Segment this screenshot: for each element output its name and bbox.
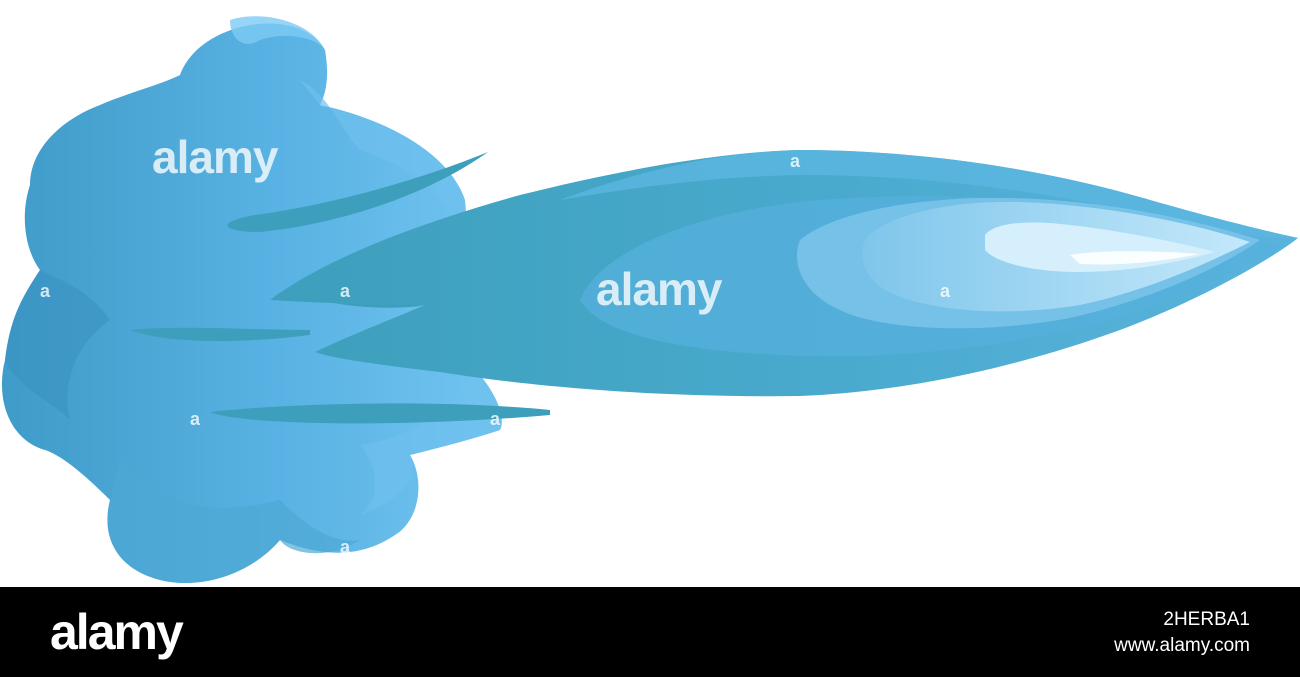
air-jet-stream — [270, 150, 1298, 397]
alamy-logo: alamy — [50, 604, 184, 660]
image-id: 2HERBA1 — [1163, 609, 1250, 630]
stock-footer-bar: alamy 2HERBA1 www.alamy.com — [0, 587, 1300, 677]
blue-air-jet-illustration: alamy alamy a a a a a a a — [1, 16, 1298, 584]
air-jet-drawing — [1, 16, 1298, 584]
site-url: www.alamy.com — [1114, 635, 1250, 656]
